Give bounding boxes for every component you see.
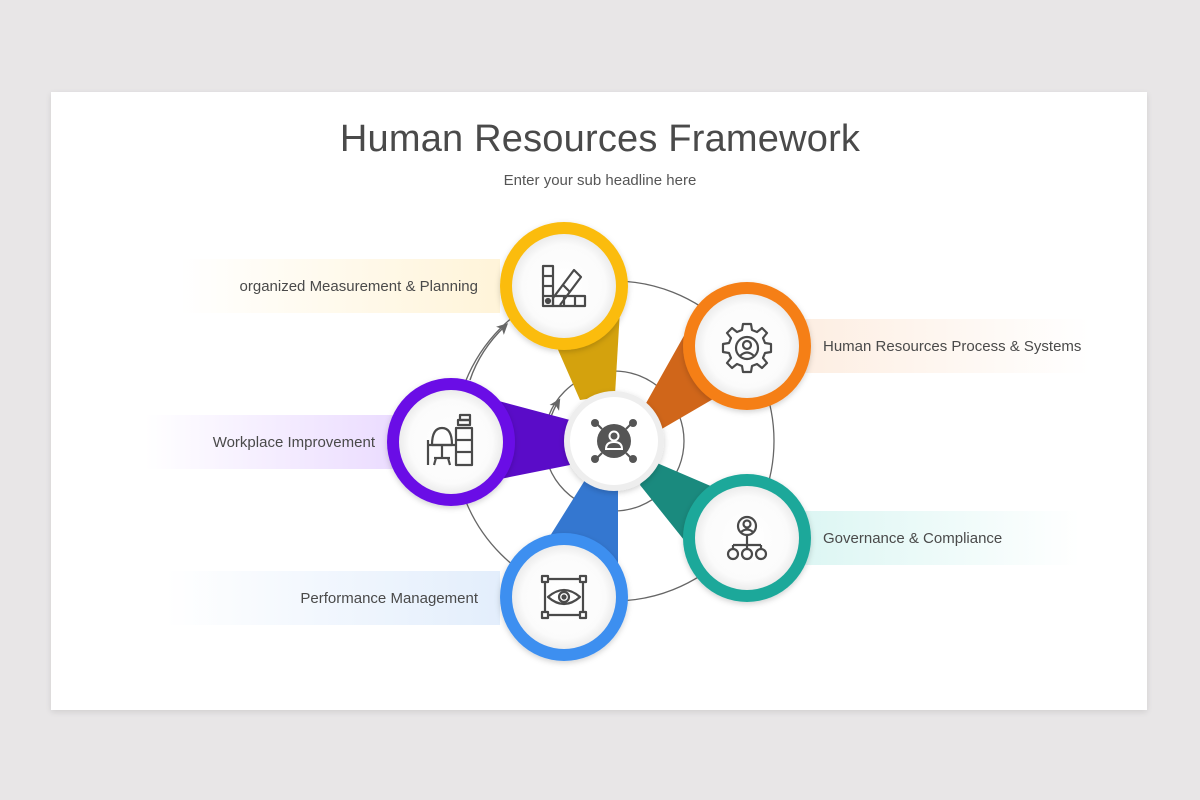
- label-performance: Performance Management: [165, 571, 500, 625]
- connector-workplace: [495, 400, 570, 480]
- label-workplace: Workplace Improvement: [145, 415, 395, 469]
- gear-user-icon: [721, 322, 773, 374]
- label-process: Human Resources Process & Systems: [800, 319, 1090, 373]
- label-text: Workplace Improvement: [212, 433, 375, 451]
- label-text: organized Measurement & Planning: [239, 277, 478, 295]
- node-process[interactable]: [683, 282, 811, 410]
- org-hierarchy-icon: [726, 515, 768, 561]
- label-governance: Governance & Compliance: [800, 511, 1080, 565]
- user-network-icon: [591, 419, 637, 463]
- page-subtitle: Enter your sub headline here: [503, 172, 697, 189]
- orbit-arrow-outer: [469, 323, 509, 381]
- label-measurement: organized Measurement & Planning: [180, 259, 500, 313]
- page-title: Human Resources Framework: [339, 118, 861, 160]
- eye-focus-icon: [540, 574, 588, 620]
- label-text: Performance Management: [300, 589, 478, 607]
- color-swatch-icon: [541, 264, 587, 308]
- label-text: Human Resources Process & Systems: [823, 337, 1082, 355]
- desk-chair-icon: [426, 413, 474, 467]
- label-text: Governance & Compliance: [823, 529, 1003, 547]
